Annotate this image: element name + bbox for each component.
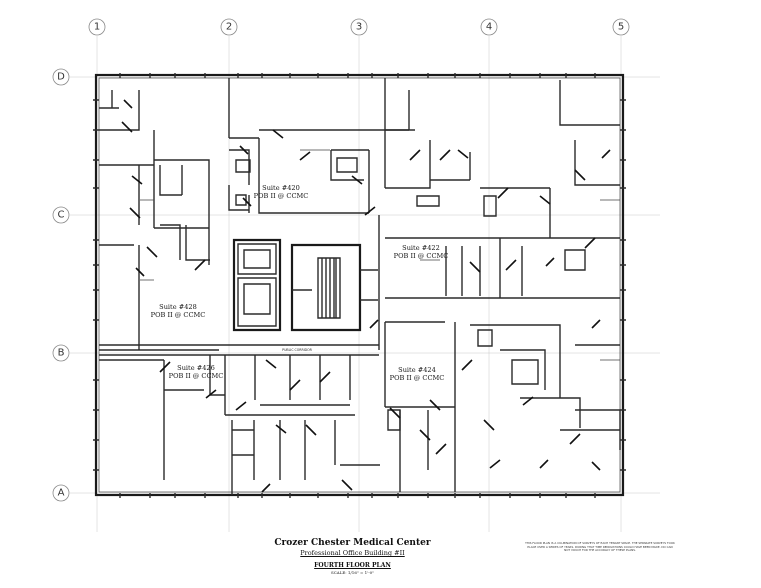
corridor-label: PUBLIC CORRIDOR (282, 348, 312, 352)
exterior-wall (93, 73, 626, 498)
grid-bubble-col-5: 5 (612, 18, 630, 36)
svg-text:D: D (57, 72, 65, 83)
suite-label-422: Suite #422 POB II @ CCMC (394, 244, 449, 260)
svg-text:A: A (58, 488, 65, 499)
grid-bubble-col-4: 4 (480, 18, 498, 36)
svg-text:Suite #422: Suite #422 (402, 244, 440, 252)
svg-text:C: C (58, 210, 65, 221)
suite-label-426: Suite #426 POB II @ CCMC (169, 364, 224, 380)
svg-text:POB II @ CCMC: POB II @ CCMC (254, 192, 309, 200)
svg-text:Suite #424: Suite #424 (398, 366, 436, 374)
building-subtitle: Professional Office Building #II (300, 549, 405, 557)
interior-walls (99, 78, 621, 495)
svg-text:Suite #420: Suite #420 (262, 184, 300, 192)
svg-text:Suite #426: Suite #426 (177, 364, 215, 372)
svg-text:Suite #428: Suite #428 (159, 303, 197, 311)
grid-bubble-row-d: D (52, 68, 70, 86)
door-swings (121, 99, 611, 493)
svg-text:5: 5 (618, 22, 624, 33)
svg-text:POB II @ CCMC: POB II @ CCMC (151, 311, 206, 319)
svg-text:3: 3 (356, 22, 362, 33)
grid-bubble-row-a: A (52, 484, 70, 502)
sheet-title: FOURTH FLOOR PLAN (314, 562, 391, 569)
svg-text:POB II @ CCMC: POB II @ CCMC (169, 372, 224, 380)
grid-bubble-col-3: 3 (350, 18, 368, 36)
svg-text:POB II @ CCMC: POB II @ CCMC (394, 252, 449, 260)
svg-text:2: 2 (226, 22, 232, 33)
suite-label-428: Suite #428 POB II @ CCMC (151, 303, 206, 319)
grid-bubble-row-b: B (52, 344, 70, 362)
title-block: Crozer Chester Medical Center Profession… (250, 538, 455, 575)
disclaimer-note: THIS FLOOR PLAN IS A CULMINATION OF SURV… (525, 541, 675, 553)
grid-bubble-row-c: C (52, 206, 70, 224)
svg-text:B: B (58, 348, 65, 359)
organization-title: Crozer Chester Medical Center (274, 538, 431, 548)
grid-bubble-col-2: 2 (220, 18, 238, 36)
svg-text:4: 4 (486, 22, 492, 33)
suite-label-424: Suite #424 POB II @ CCMC (390, 366, 445, 382)
grid-bubble-col-1: 1 (88, 18, 106, 36)
svg-text:1: 1 (94, 22, 100, 33)
suite-label-420: Suite #420 POB II @ CCMC (254, 184, 309, 200)
scale-label: SCALE: 1/16" = 1'-0" (331, 570, 374, 575)
grid-lines (70, 36, 660, 532)
svg-text:POB II @ CCMC: POB II @ CCMC (390, 374, 445, 382)
